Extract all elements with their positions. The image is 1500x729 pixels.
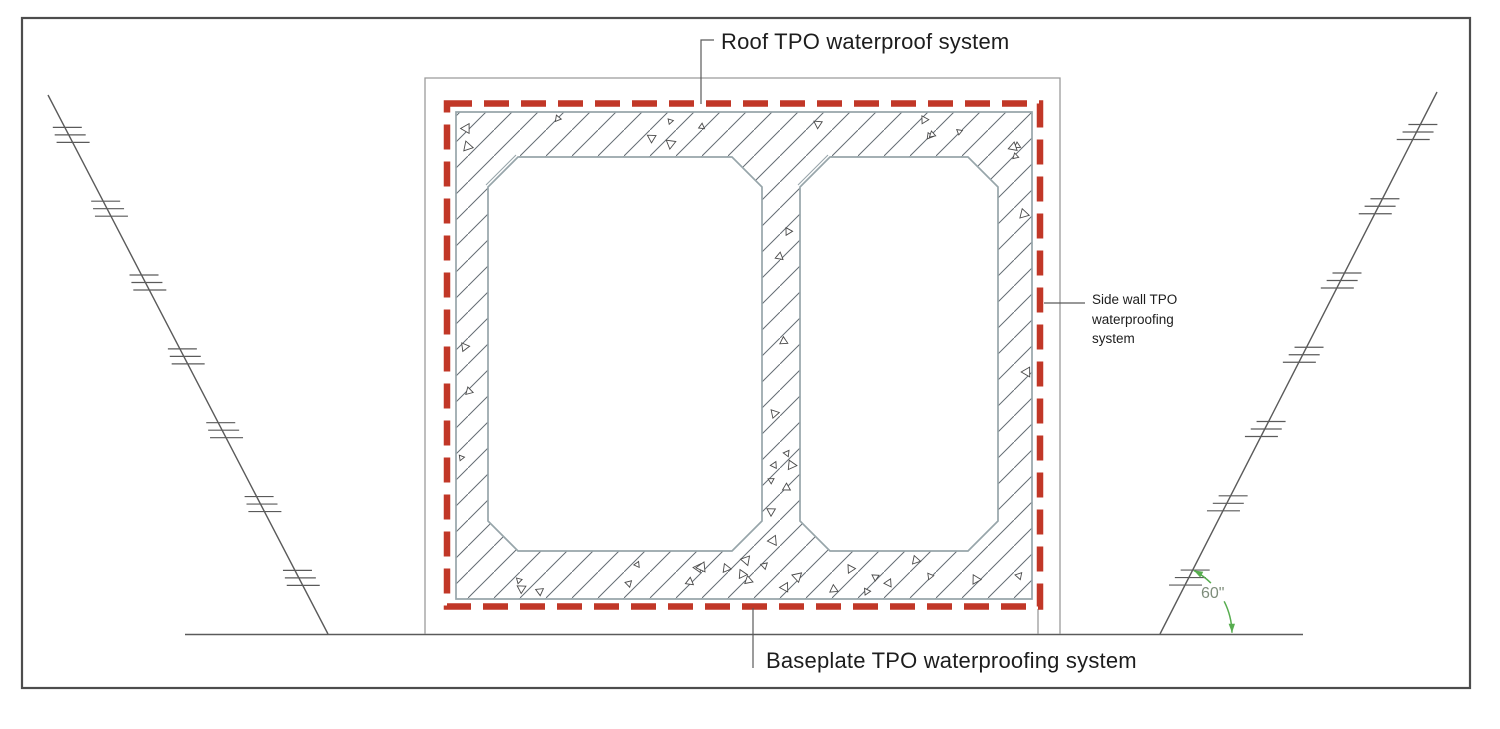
border-frame — [20, 16, 1472, 690]
leader-lines — [700, 39, 1085, 668]
side-wall-label-line-2: waterproofing — [1092, 311, 1174, 327]
left-slope — [47, 94, 329, 635]
excavation-outline — [424, 77, 1061, 634]
aggregate-triangles — [458, 114, 1031, 597]
side-wall-waterproof-label: Side wall TPO waterproofing system — [1092, 290, 1177, 349]
side-wall-label-line-1: Side wall TPO — [1092, 292, 1178, 307]
tpo-membrane-dashed — [443, 100, 1044, 610]
roof-waterproof-label: Roof TPO waterproof system — [721, 29, 1010, 54]
side-wall-label-line-3: system — [1092, 331, 1135, 346]
concrete-section — [455, 111, 1033, 600]
baseplate-waterproof-label: Baseplate TPO waterproofing system — [766, 648, 1137, 673]
right-slope — [1159, 91, 1438, 635]
slope-angle-value: 60" — [1201, 585, 1225, 602]
angle-annotation — [1193, 569, 1235, 633]
